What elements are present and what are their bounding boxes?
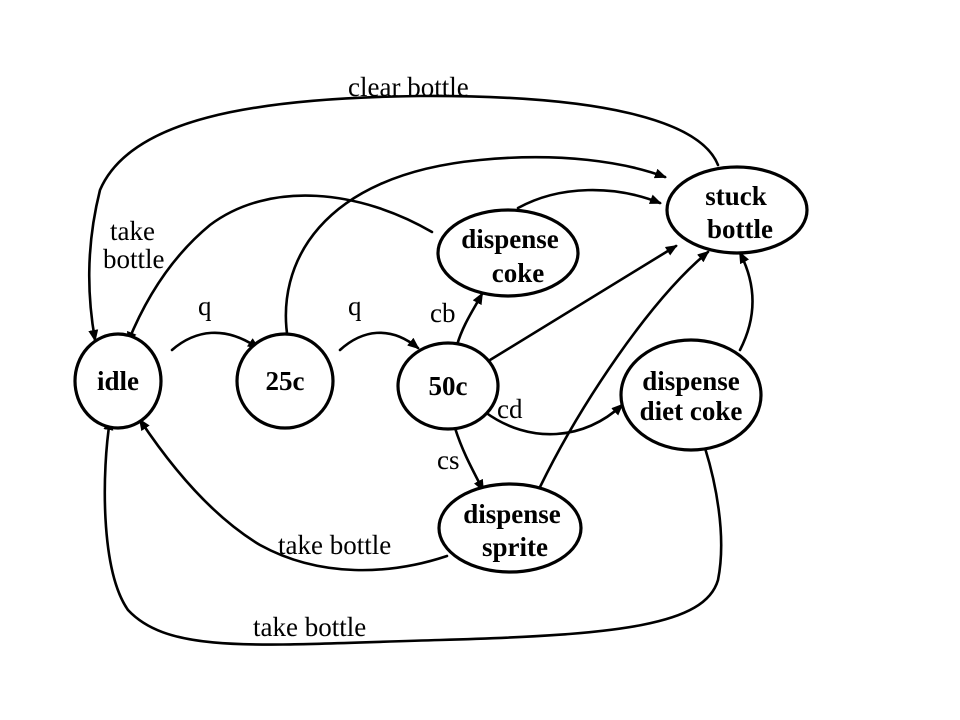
edge-sprite-stuck [538,250,710,489]
state-dispense-sprite [437,482,583,574]
state-label-dispense-coke-line1: dispense [461,224,559,254]
state-label-dispense-diet-coke-line1: dispense [642,366,740,396]
edge-coke-stuck [516,188,662,210]
state-label-dispense-sprite-line2: sprite [482,532,548,562]
transition-label-take-bottle-sprite: take bottle [278,530,391,560]
edge-take-bottle-diet [103,418,723,646]
edge-diet-stuck [738,251,754,352]
transition-label-cd: cd [497,394,523,424]
state-label-dispense-coke-line2: coke [492,258,545,288]
transition-label-take-bottle-coke-line2: bottle [103,244,165,274]
edges [87,94,754,646]
transition-labels: clear bottle take bottle q q cb cd cs ta… [103,72,523,642]
state-label-stuck-bottle-line1: stuck [705,181,767,211]
transition-label-clear-bottle: clear bottle [348,72,469,102]
edge-50c-stuck [488,244,678,362]
nodes [73,165,809,574]
transition-label-cs: cs [437,445,460,475]
edge-q1 [170,331,260,352]
state-label-50c: 50c [429,371,468,401]
edge-q2 [338,331,420,352]
transition-label-take-bottle-diet: take bottle [253,612,366,642]
state-dispense-coke [436,208,580,298]
transition-label-take-bottle-coke-line1: take [110,216,155,246]
state-dispense-diet-coke [619,338,763,452]
edge-cs [453,426,485,492]
state-idle [73,332,163,430]
state-stuck-bottle [665,165,809,255]
state-label-dispense-diet-coke-line2: diet coke [640,396,743,426]
transition-label-cb: cb [430,298,455,328]
state-25c [235,332,335,430]
edge-clear-bottle [87,94,720,342]
state-label-idle: idle [97,366,139,396]
transition-label-q2: q [348,291,362,321]
state-labels: idle 25c 50c dispense coke stuck bottle … [97,181,773,562]
edge-cb [455,292,484,347]
edge-25c-stuck [284,155,667,342]
edge-take-bottle-sprite [138,418,449,572]
state-label-25c: 25c [266,366,305,396]
edge-cd [483,403,624,436]
state-50c [396,341,500,431]
edge-take-bottle-coke [126,194,434,344]
transition-label-q1: q [198,291,212,321]
state-label-dispense-sprite-line1: dispense [463,499,561,529]
state-label-stuck-bottle-line2: bottle [707,214,773,244]
